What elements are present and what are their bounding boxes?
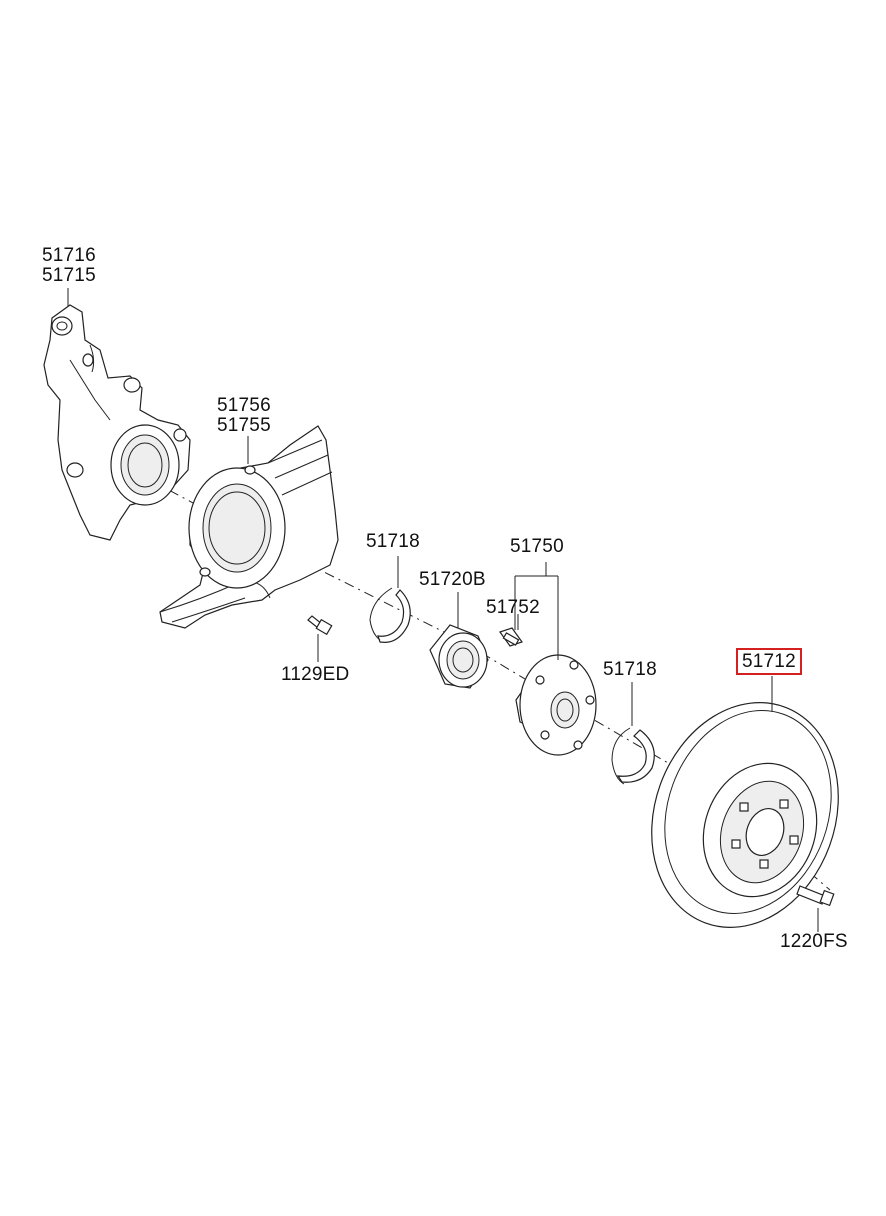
- callout-knuckle-left[interactable]: 51716: [42, 245, 96, 266]
- callout-bearing[interactable]: 51720B: [419, 569, 486, 590]
- wheel-bearing[interactable]: [429, 624, 489, 689]
- leader-hub-assembly: [514, 562, 559, 660]
- hub-bolt[interactable]: [499, 627, 523, 647]
- callout-brake-disc[interactable]: 51712: [736, 648, 802, 675]
- snap-ring-outer[interactable]: [611, 727, 655, 785]
- callout-snap-ring-inner[interactable]: 51718: [366, 531, 420, 552]
- disc-screw[interactable]: [796, 885, 835, 907]
- callout-dust-cover-left[interactable]: 51756: [217, 395, 271, 416]
- callout-knuckle-right[interactable]: 51715: [42, 265, 96, 286]
- callout-cover-bolt[interactable]: 1129ED: [281, 664, 350, 685]
- steering-knuckle[interactable]: [43, 304, 191, 541]
- dust-cover[interactable]: [159, 425, 339, 629]
- cover-bolt[interactable]: [307, 615, 333, 636]
- callout-hub-assembly[interactable]: 51750: [510, 536, 564, 557]
- callout-hub-bolt[interactable]: 51752: [486, 597, 540, 618]
- callout-dust-cover-right[interactable]: 51755: [217, 415, 271, 436]
- brake-disc[interactable]: [621, 676, 869, 954]
- callout-disc-screw[interactable]: 1220FS: [780, 931, 848, 952]
- callout-snap-ring-outer[interactable]: 51718: [603, 659, 657, 680]
- snap-ring-inner[interactable]: [369, 587, 411, 643]
- hub-assembly[interactable]: [515, 654, 597, 756]
